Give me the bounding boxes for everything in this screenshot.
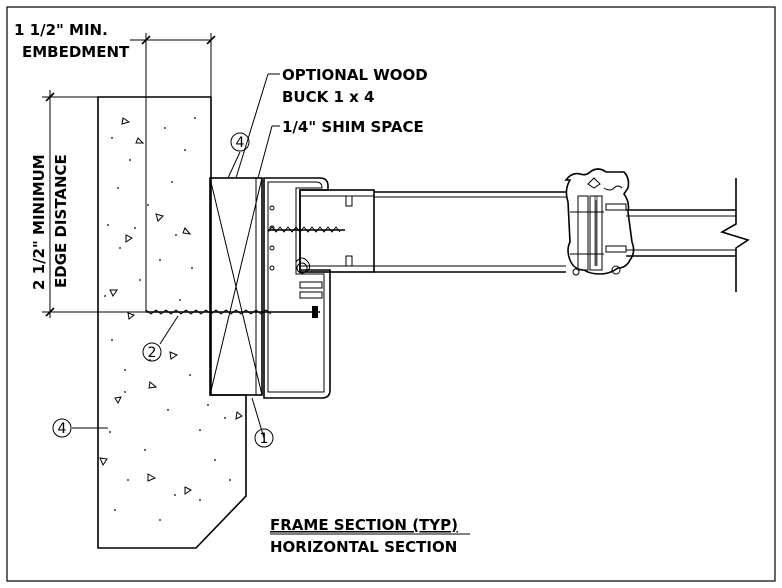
edge-distance-label-line2: EDGE DISTANCE bbox=[52, 154, 70, 288]
callout-4-buck: 4 bbox=[230, 132, 250, 152]
callout-4-wall: 4 bbox=[52, 418, 72, 438]
edge-distance-label-line1: 2 1/2" MINIMUM bbox=[30, 154, 48, 290]
concrete-wall bbox=[97, 96, 247, 549]
wood-buck-label-line2: BUCK 1 x 4 bbox=[282, 88, 374, 106]
callout-1-text: 1 bbox=[260, 431, 269, 447]
glazing-rails bbox=[374, 191, 566, 273]
callout-1: 1 bbox=[254, 428, 274, 448]
glass-panes bbox=[626, 209, 736, 257]
callout-2-text: 2 bbox=[148, 345, 157, 361]
frame-section bbox=[263, 177, 375, 399]
shim-space-label: 1/4" SHIM SPACE bbox=[282, 118, 424, 136]
callout-4-wall-text: 4 bbox=[58, 421, 67, 437]
screw-fastener bbox=[145, 306, 320, 318]
section-subtitle: HORIZONTAL SECTION bbox=[270, 538, 457, 556]
leaders bbox=[72, 73, 280, 439]
embedment-label-line2: EMBEDMENT bbox=[22, 43, 130, 61]
wood-buck-label-line1: OPTIONAL WOOD bbox=[282, 66, 428, 84]
callout-2: 2 bbox=[142, 342, 162, 362]
drawing-border bbox=[6, 6, 776, 582]
section-title: FRAME SECTION (TYP) bbox=[270, 516, 458, 534]
embedment-label-line1: 1 1/2" MIN. bbox=[14, 21, 108, 39]
callout-4-buck-text: 4 bbox=[236, 135, 245, 151]
sash-interlock bbox=[564, 168, 635, 276]
edge-distance-dimension bbox=[42, 90, 320, 318]
embedment-dimension bbox=[130, 33, 216, 312]
break-line bbox=[719, 178, 750, 292]
wood-buck bbox=[209, 177, 263, 396]
